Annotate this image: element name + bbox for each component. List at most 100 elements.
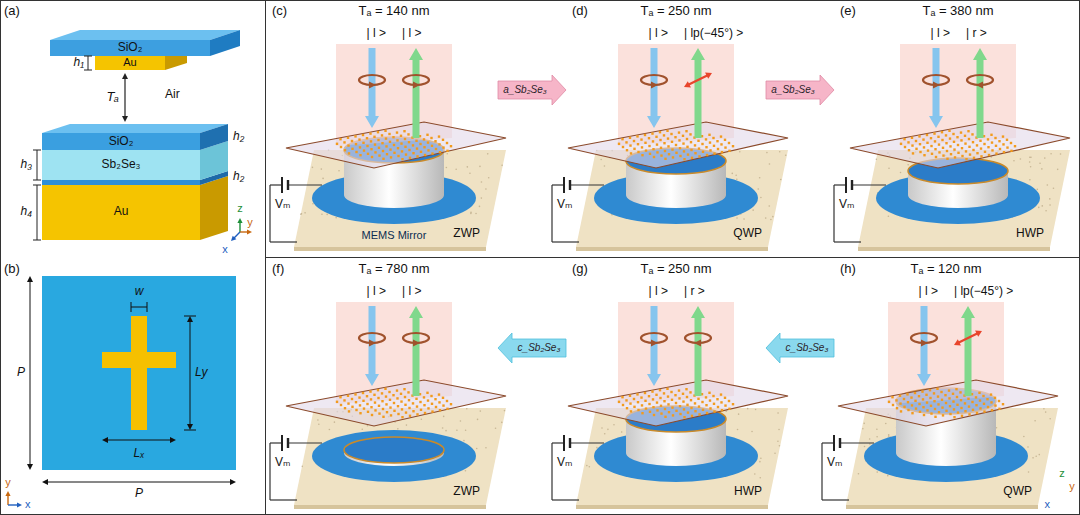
antenna-element: [431, 152, 433, 154]
wire: [270, 442, 282, 443]
antenna-element: [935, 156, 937, 158]
gap-arrow-head: [122, 73, 128, 79]
substrate-speckle: [601, 427, 603, 429]
substrate-speckle: [312, 167, 314, 169]
antenna-element: [956, 136, 958, 138]
antenna-element: [960, 139, 962, 141]
antenna-element: [728, 142, 730, 144]
antenna-element: [941, 399, 943, 401]
antenna-element: [683, 158, 685, 160]
glass-plate: [286, 122, 506, 168]
antenna-element: [351, 148, 353, 150]
substrate-speckle: [335, 217, 337, 219]
antenna-element: [682, 393, 684, 395]
antenna-element: [434, 398, 436, 400]
reflected-beam: [961, 306, 975, 396]
antenna-element: [401, 158, 403, 160]
antenna-element: [698, 413, 700, 415]
substrate-speckle: [445, 430, 447, 432]
antenna-element: [641, 404, 643, 406]
antenna-element: [899, 395, 901, 397]
silica-cover-top: [50, 30, 240, 40]
antenna-element: [686, 404, 688, 406]
wire: [551, 185, 552, 242]
substrate-speckle: [317, 419, 319, 421]
antenna-element: [363, 407, 365, 409]
substrate-speckle: [1039, 162, 1041, 164]
antenna-element: [892, 404, 894, 406]
figure-label: Vₘ: [275, 198, 290, 212]
antenna-element: [922, 138, 924, 140]
cross-bar: [131, 316, 147, 430]
antenna-element: [389, 141, 391, 143]
antenna-element: [438, 393, 440, 395]
antenna-element: [961, 155, 963, 157]
antenna-element: [891, 396, 893, 398]
polarization-head: [369, 82, 376, 89]
antenna-element: [420, 409, 422, 411]
substrate-speckle: [863, 423, 865, 425]
antenna-element: [918, 395, 920, 397]
antenna-element: [622, 146, 624, 148]
antenna-element: [644, 142, 646, 144]
dimension-arrow-head: [42, 479, 48, 485]
substrate-speckle: [768, 205, 770, 207]
polarization-head: [413, 82, 420, 89]
antenna-element: [629, 144, 631, 146]
figure-label: Sb₂Se₃: [102, 158, 141, 172]
antenna-element: [378, 405, 380, 407]
substrate-speckle: [1045, 411, 1047, 413]
antenna-element: [659, 389, 661, 391]
antenna-element: [625, 399, 627, 401]
substrate-speckle: [876, 158, 878, 160]
figure-label: P: [135, 487, 143, 501]
antenna-element: [998, 140, 1000, 142]
antenna-element: [374, 401, 376, 403]
antenna-element: [671, 399, 673, 401]
antenna-element: [685, 130, 687, 132]
antenna-element: [446, 408, 448, 410]
substrate-speckle: [321, 168, 323, 170]
substrate-speckle: [779, 445, 781, 447]
antenna-element: [371, 414, 373, 416]
battery-plate: [833, 435, 835, 451]
antenna-element: [430, 137, 432, 139]
antenna-element: [679, 147, 681, 149]
gold-mirror-side: [200, 176, 228, 240]
substrate-speckle: [900, 172, 902, 174]
substrate-speckle: [887, 475, 889, 477]
antenna-element: [426, 134, 428, 136]
antenna-element: [641, 154, 643, 156]
dimension-line: [131, 307, 147, 308]
substrate-speckle: [1050, 153, 1052, 155]
antenna-element: [682, 400, 684, 402]
antenna-element: [400, 400, 402, 402]
antenna-element: [728, 150, 730, 152]
antenna-element: [998, 400, 1000, 402]
antenna-element: [671, 406, 673, 408]
antenna-element: [668, 153, 670, 155]
antenna-element: [694, 410, 696, 412]
antenna-element: [667, 395, 669, 397]
substrate-speckle: [504, 410, 506, 412]
antenna-element: [435, 406, 437, 408]
antenna-element: [641, 412, 643, 414]
figure-label: | l >: [649, 27, 668, 41]
antenna-element: [362, 400, 364, 402]
substrate-speckle: [495, 427, 497, 429]
antenna-element: [393, 144, 395, 146]
linear-polarization-head: [684, 81, 691, 87]
antenna-element: [366, 137, 368, 139]
substrate-speckle: [876, 436, 878, 438]
substrate-speckle: [780, 179, 782, 181]
antenna-element: [397, 147, 399, 149]
pcm-layer-front: [42, 150, 200, 180]
antenna-element: [393, 152, 395, 154]
antenna-element: [427, 407, 429, 409]
antenna-element: [976, 152, 978, 154]
substrate-speckle: [1041, 205, 1043, 207]
substrate-speckle: [442, 427, 444, 429]
gold-mirror-front: [42, 185, 200, 240]
wire: [821, 443, 822, 500]
